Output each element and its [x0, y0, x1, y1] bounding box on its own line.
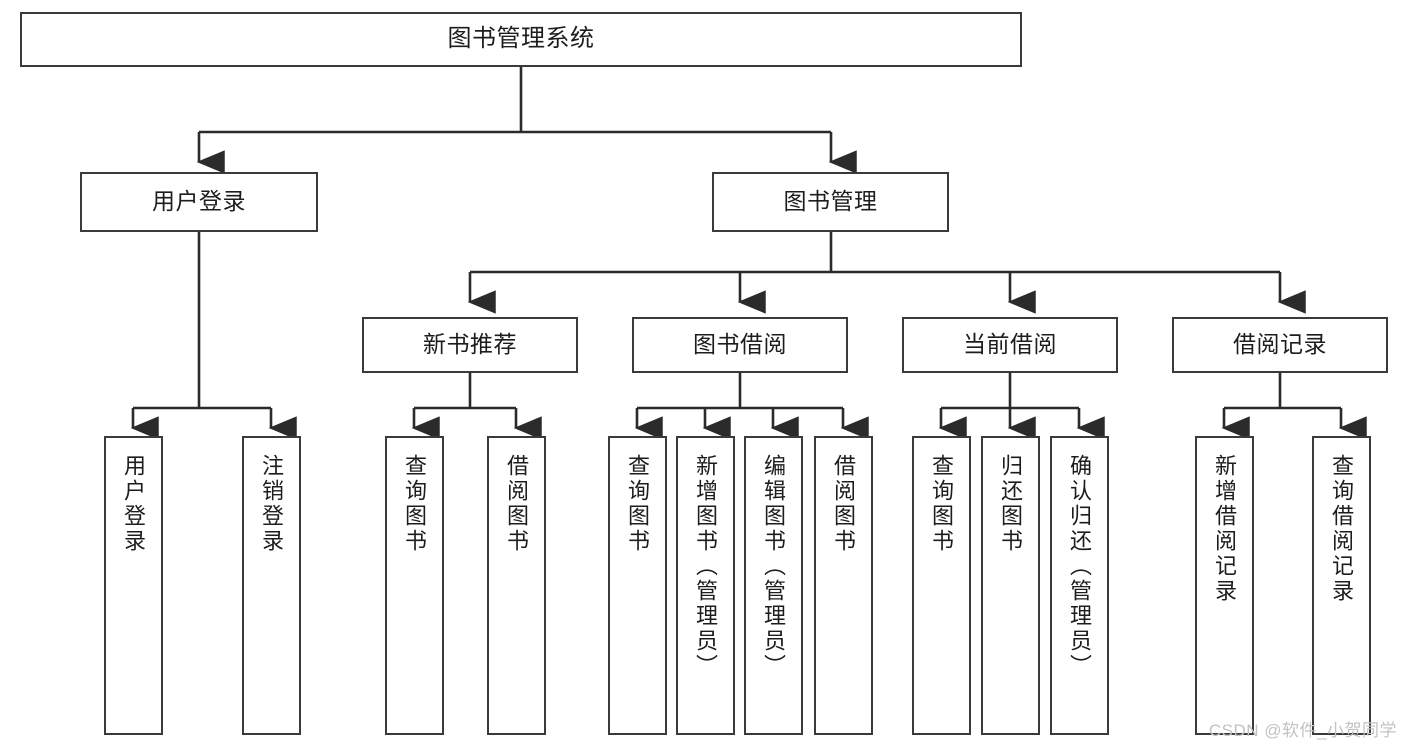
node-label: 图书借阅 — [693, 331, 787, 358]
node-label: 确认归还（管理员） — [1067, 454, 1093, 679]
leaf-add-book-admin[interactable]: 新增图书（管理员） — [676, 436, 735, 735]
node-borrow-record[interactable]: 借阅记录 — [1172, 317, 1388, 373]
node-label: 归还图书 — [998, 454, 1024, 554]
node-label: 查询图书 — [402, 454, 428, 554]
node-label: 图书管理 — [783, 188, 878, 215]
node-book-borrow[interactable]: 图书借阅 — [632, 317, 848, 373]
leaf-add-borrow-record[interactable]: 新增借阅记录 — [1195, 436, 1254, 735]
node-label: 查询借阅记录 — [1329, 454, 1355, 604]
leaf-borrow-book-recommend[interactable]: 借阅图书 — [487, 436, 546, 735]
leaf-query-book-current[interactable]: 查询图书 — [912, 436, 971, 735]
leaf-user-logout[interactable]: 注销登录 — [242, 436, 301, 735]
node-label: 当前借阅 — [963, 331, 1057, 358]
leaf-borrow-book[interactable]: 借阅图书 — [814, 436, 873, 735]
node-label: 借阅图书 — [831, 454, 857, 554]
node-label: 图书管理系统 — [447, 25, 595, 53]
node-label: 新增借阅记录 — [1212, 454, 1238, 604]
leaf-confirm-return-admin[interactable]: 确认归还（管理员） — [1050, 436, 1109, 735]
node-label: 新增图书（管理员） — [693, 454, 719, 679]
node-root-book-management-system[interactable]: 图书管理系统 — [20, 12, 1022, 67]
node-label: 查询图书 — [625, 454, 651, 554]
node-label: 用户登录 — [152, 188, 246, 215]
node-label: 注销登录 — [259, 454, 285, 554]
node-label: 查询图书 — [929, 454, 955, 554]
node-label: 新书推荐 — [423, 331, 517, 358]
leaf-query-book-borrow[interactable]: 查询图书 — [608, 436, 667, 735]
leaf-user-login[interactable]: 用户登录 — [104, 436, 163, 735]
leaf-return-book[interactable]: 归还图书 — [981, 436, 1040, 735]
leaf-edit-book-admin[interactable]: 编辑图书（管理员） — [744, 436, 803, 735]
node-new-book-recommend[interactable]: 新书推荐 — [362, 317, 578, 373]
node-label: 借阅图书 — [504, 454, 530, 554]
node-label: 编辑图书（管理员） — [761, 454, 787, 679]
leaf-query-borrow-record[interactable]: 查询借阅记录 — [1312, 436, 1371, 735]
node-book-management[interactable]: 图书管理 — [712, 172, 949, 232]
node-label: 借阅记录 — [1233, 331, 1327, 358]
watermark: CSDN @软件_小贺同学 — [1208, 721, 1397, 740]
node-user-login[interactable]: 用户登录 — [80, 172, 318, 232]
node-current-borrow[interactable]: 当前借阅 — [902, 317, 1118, 373]
node-label: 用户登录 — [121, 454, 147, 554]
leaf-query-book-recommend[interactable]: 查询图书 — [385, 436, 444, 735]
